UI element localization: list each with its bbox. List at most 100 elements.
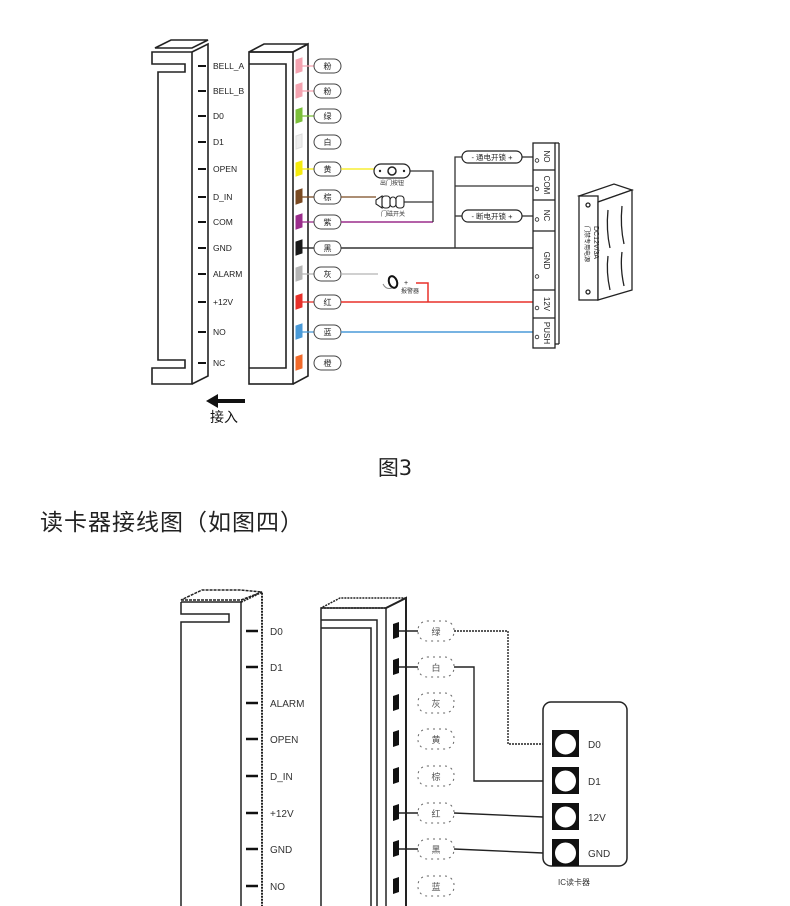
wire-swatch — [295, 82, 303, 99]
reader-pin-hole — [554, 732, 577, 756]
wire-swatch — [295, 213, 303, 230]
power-on-lock-label: - 通电开锁 + — [471, 152, 513, 162]
wire-color-pill — [313, 355, 342, 371]
wires — [341, 156, 533, 333]
terminal-label: D_IN — [270, 772, 293, 783]
arrow-left-icon — [206, 394, 218, 408]
terminal-label: ALARM — [213, 269, 242, 279]
controller-connector-block — [151, 39, 209, 385]
exit-button-label: 出门按钮 — [380, 179, 404, 187]
alarm-siren-device: + 报警器 — [382, 275, 419, 295]
wire-color-name: 绿 — [431, 626, 440, 637]
wire-color-pill — [417, 728, 455, 750]
wire-alarm-plus — [416, 282, 429, 302]
wire-color-pill — [313, 108, 342, 124]
power-off-lock-label-group: - 断电开锁 + — [461, 209, 523, 223]
plug-pin — [393, 804, 399, 821]
wire-color-pill — [313, 58, 342, 74]
alarm-label: 报警器 — [401, 287, 419, 295]
terminal-label: OPEN — [270, 735, 298, 746]
wire-color-name: 灰 — [431, 698, 440, 709]
wire-color-swatches — [295, 57, 314, 371]
wire-gnd — [453, 848, 544, 854]
wire-swatch — [295, 323, 303, 340]
wires — [399, 630, 544, 854]
terminal-label: BELL_B — [213, 86, 245, 96]
power-supply-box — [576, 183, 635, 301]
wire-swatch — [295, 265, 303, 282]
wire-color-pill — [417, 765, 455, 787]
terminal-screw — [534, 274, 540, 279]
wire-swatch — [295, 188, 303, 205]
wire-color-name: 黄 — [324, 164, 332, 174]
terminal-label: D_IN — [213, 192, 232, 202]
reader-caption: IC读卡器 — [558, 877, 590, 887]
wire-color-name: 黑 — [324, 244, 332, 253]
wire-color-name: 棕 — [431, 771, 440, 782]
power-terminal-label: COM — [542, 176, 551, 195]
wire-color-pill — [417, 802, 455, 824]
wire-color-pill — [313, 134, 342, 150]
power-supply-name: 门禁专用电源 — [583, 226, 591, 262]
entry-arrow-label: 接入 — [210, 409, 238, 425]
terminal-label: BELL_A — [213, 61, 245, 71]
terminal-label: COM — [213, 217, 233, 227]
power-terminal-label: GND — [542, 252, 551, 270]
reader-pin-label: D0 — [588, 740, 601, 751]
wire-d0 — [454, 630, 543, 745]
terminal-label: D0 — [213, 111, 224, 121]
terminal-label: GND — [213, 243, 232, 253]
door-sensor-device: 门磁开关 — [375, 194, 405, 218]
terminal-screw — [534, 305, 540, 311]
wire-swatch — [295, 354, 303, 371]
terminal-label: ALARM — [270, 699, 304, 710]
power-terminal-strip — [532, 142, 560, 349]
wire-color-pill — [417, 838, 455, 860]
wire-color-name: 蓝 — [431, 881, 440, 892]
terminal-screw — [534, 334, 540, 340]
button-icon — [387, 166, 397, 176]
wire-d1 — [454, 666, 543, 782]
terminal-label: +12V — [213, 297, 233, 307]
wire-color-name: 绿 — [324, 112, 332, 121]
wire-color-name: 黄 — [431, 734, 440, 745]
wire-swatch — [295, 57, 303, 74]
plug-pin — [393, 658, 399, 675]
wire-color-name: 红 — [324, 297, 332, 307]
controller-connector-block — [180, 589, 263, 906]
wire-color-name: 灰 — [324, 269, 332, 279]
alarm-plus-label: + — [404, 280, 408, 287]
terminal-ticks — [246, 629, 258, 888]
wire-12v — [453, 812, 544, 818]
power-terminal-label: 12V — [542, 297, 551, 312]
power-on-lock-label-group: - 通电开锁 + — [461, 150, 523, 164]
reader-pin-label: 12V — [588, 813, 606, 824]
power-terminal-label: PUSH — [542, 322, 551, 344]
plug-pin — [393, 877, 399, 894]
plug-pins — [393, 622, 399, 894]
plug-pin — [393, 694, 399, 711]
door-sensor-label: 门磁开关 — [381, 210, 405, 218]
terminal-screw — [534, 158, 540, 163]
terminal-label: +12V — [270, 809, 294, 820]
wire-color-pill — [417, 620, 455, 642]
power-terminal-label: NC — [542, 210, 551, 222]
wire-color-name: 橙 — [324, 358, 332, 368]
terminal-ticks — [198, 65, 206, 364]
wire-color-name: 红 — [431, 808, 440, 819]
wire-color-pill — [417, 692, 455, 714]
plug-pin — [393, 730, 399, 747]
reader-pin-label: D1 — [588, 777, 601, 788]
wire-color-pill — [417, 875, 455, 897]
terminal-label: NC — [213, 358, 225, 368]
wire-color-pill — [417, 656, 455, 678]
reader-pin-label: GND — [588, 849, 610, 860]
wire-color-name: 白 — [431, 662, 440, 673]
wire-swatch — [295, 133, 303, 150]
